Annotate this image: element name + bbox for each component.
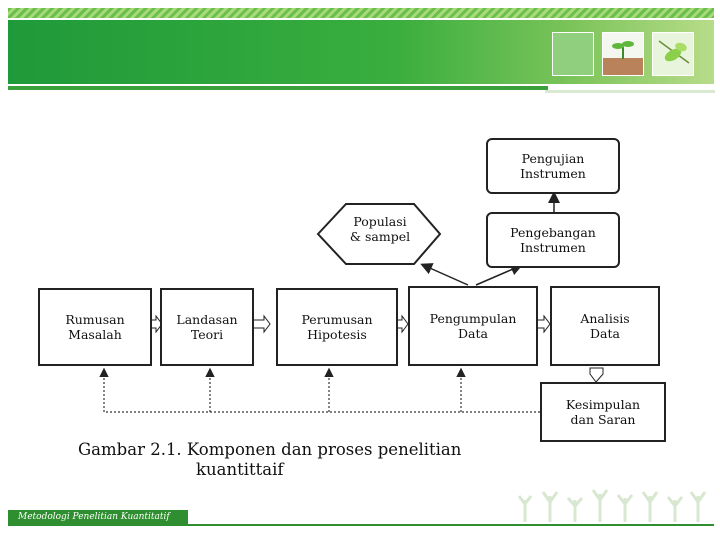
label-analisis-data: Analisis Data <box>580 311 630 341</box>
box-landasan-teori: Landasan Teori <box>160 288 254 366</box>
thumb-sprout-image <box>602 32 644 76</box>
label-pengembangan-instrumen: Pengebangan Instrumen <box>510 225 596 255</box>
label-populasi-sampel: Populasi & sampel <box>349 214 411 244</box>
leaf-icon <box>658 40 690 64</box>
footer-line <box>188 524 714 526</box>
label-rumusan-masalah: Rumusan Masalah <box>65 312 125 342</box>
box-perumusan-hipotesis: Perumusan Hipotesis <box>276 288 398 366</box>
box-pengembangan-instrumen: Pengebangan Instrumen <box>486 212 620 268</box>
plants-decoration-icon <box>517 489 707 522</box>
header-stripe <box>8 8 714 18</box>
footer-bar <box>8 510 188 526</box>
label-landasan-teori: Landasan Teori <box>176 312 238 342</box>
feedback-loop <box>99 367 596 413</box>
caption-line-2: kuantittaif <box>196 460 284 479</box>
label-populasi-sampel-wrap: Populasi & sampel <box>346 214 414 244</box>
thumb-green-image <box>552 32 594 76</box>
footer-title: Metodologi Penelitian Kuantitatif <box>18 512 170 522</box>
label-pengumpulan-data: Pengumpulan Data <box>429 311 517 341</box>
box-rumusan-masalah: Rumusan Masalah <box>38 288 152 366</box>
populasi-hexagon <box>316 203 442 265</box>
header-underline <box>8 86 548 90</box>
sprout-icon <box>612 41 634 59</box>
header-underline-light <box>545 90 715 93</box>
box-pengujian-instrumen: Pengujian Instrumen <box>486 138 620 194</box>
caption-line-1: Gambar 2.1. Komponen dan proses peneliti… <box>78 440 462 459</box>
label-pengujian-instrumen: Pengujian Instrumen <box>520 151 586 181</box>
box-kesimpulan-saran: Kesimpulan dan Saran <box>540 382 666 442</box>
label-perumusan-hipotesis: Perumusan Hipotesis <box>301 312 373 342</box>
box-analisis-data: Analisis Data <box>550 286 660 366</box>
box-pengumpulan-data: Pengumpulan Data <box>408 286 538 366</box>
thumb-leaf-image <box>652 32 694 76</box>
header-bar <box>8 20 714 84</box>
label-kesimpulan-saran: Kesimpulan dan Saran <box>565 397 641 427</box>
figure-caption: Gambar 2.1. Komponen dan proses peneliti… <box>78 440 461 480</box>
